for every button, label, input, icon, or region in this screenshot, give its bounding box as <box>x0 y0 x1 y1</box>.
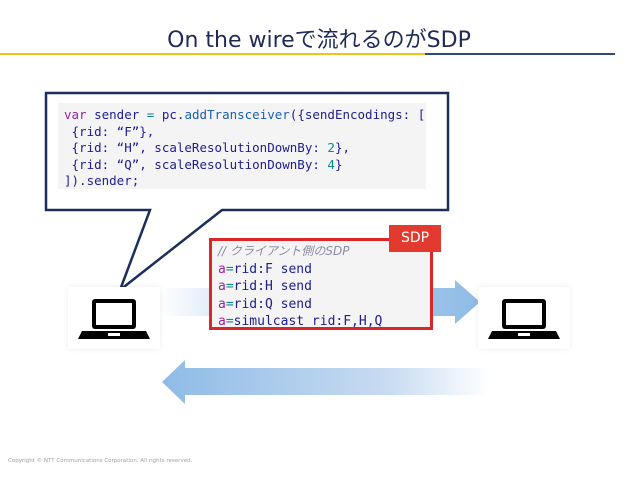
sdp-comment: // クライアント側のSDP <box>218 244 350 258</box>
code-line: var sender = pc.addTransceiver({sendEnco… <box>64 107 425 124</box>
arrow-left <box>162 360 490 404</box>
laptop-icon <box>78 299 150 339</box>
sdp-line: a=rid:Q send <box>218 296 424 314</box>
code-block: var sender = pc.addTransceiver({sendEnco… <box>58 103 426 189</box>
copyright: Copyright © NTT Communications Corporati… <box>8 458 193 464</box>
code-token: }, <box>334 140 350 155</box>
sdp-line-key: a <box>218 261 226 277</box>
code-token: sender <box>86 107 147 122</box>
code-token: ]).sender; <box>64 173 140 188</box>
sdp-line: a=rid:F send <box>218 261 424 279</box>
sdp-line-value: rid:H send <box>233 279 312 294</box>
code-token: = <box>146 107 155 122</box>
server-laptop <box>478 287 570 349</box>
sdp-line-value: rid:Q send <box>233 296 312 312</box>
sdp-line-key: a <box>218 296 226 312</box>
sdp-badge: SDP <box>389 225 441 252</box>
code-token: 2 <box>327 140 335 155</box>
code-token: {rid: “F”}, <box>64 123 155 139</box>
code-token: pc. <box>154 107 185 122</box>
sdp-line-eq: = <box>225 314 234 329</box>
code-line: {rid: “H”, scaleResolutionDownBy: 2}, <box>64 140 420 157</box>
sdp-line-eq: = <box>225 279 234 294</box>
title-underline-yellow <box>0 53 425 55</box>
sdp-line-value: simulcast rid:F,H,Q <box>233 314 383 329</box>
sdp-line-eq: = <box>225 296 234 312</box>
code-line: {rid: “Q”, scaleResolutionDownBy: 4} <box>64 157 420 174</box>
code-token: ({sendEncodings: [ <box>289 107 426 122</box>
sdp-line: a=simulcast rid:F,H,Q <box>218 313 424 331</box>
sdp-line-eq: = <box>225 261 234 277</box>
laptop-icon <box>488 299 560 339</box>
sdp-line-key: a <box>218 314 226 329</box>
slide-title: On the wireで流れるのがSDP <box>167 28 471 53</box>
client-laptop <box>68 287 160 349</box>
sdp-line: a=rid:H send <box>218 278 424 296</box>
title-underline-navy <box>425 53 615 55</box>
code-line: ]).sender; <box>64 173 420 190</box>
sdp-line-key: a <box>218 279 226 294</box>
code-token: 4 <box>327 156 335 172</box>
code-token: {rid: “H”, scaleResolutionDownBy: <box>64 140 328 155</box>
sdp-line-value: rid:F send <box>233 261 312 277</box>
code-token: {rid: “Q”, scaleResolutionDownBy: <box>64 156 328 172</box>
code-line: {rid: “F”}, <box>64 124 420 141</box>
code-token: } <box>334 156 343 172</box>
code-token: var <box>64 107 87 122</box>
code-token: addTransceiver <box>184 107 290 122</box>
